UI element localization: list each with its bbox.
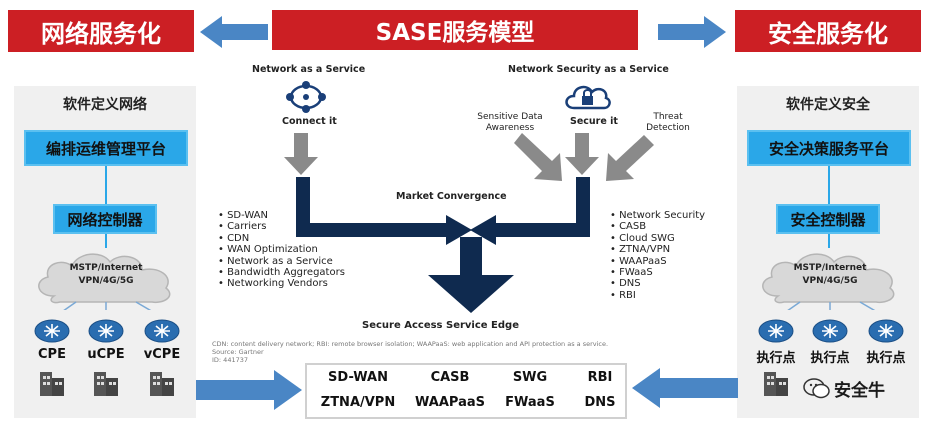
left-arrow-icon [632, 368, 738, 408]
service-item: DNS [584, 395, 616, 410]
building-icon [94, 372, 118, 396]
cloud-icon [762, 253, 895, 310]
panel-heading: 软件定义安全 [786, 97, 870, 113]
sensitive-data-label: Sensitive Data Awareness [477, 112, 543, 133]
service-item: ZTNA/VPN [320, 395, 396, 410]
enforcement-point-label: 执行点 [756, 351, 796, 366]
cloud-label: MSTP/Internet VPN/4G/5G [69, 263, 143, 286]
network-service-banner: 网络服务化 [8, 10, 194, 52]
router-icon [88, 319, 124, 343]
list-item: WAN Optimization [218, 244, 345, 255]
connector-line [828, 234, 830, 248]
footnote: CDN: content delivery network; RBI: remo… [212, 340, 609, 364]
connector-line [105, 166, 107, 204]
building-icon [764, 372, 788, 396]
list-item: CASB [610, 221, 705, 232]
connect-it-label: Connect it [282, 116, 337, 127]
watermark-text: 安全牛 [834, 381, 885, 401]
router-icon [144, 319, 180, 343]
enforcement-point-label: 执行点 [810, 351, 850, 366]
router-icon [812, 319, 848, 343]
list-item: Bandwidth Aggregators [218, 267, 345, 278]
security-controller-box: 安全控制器 [776, 204, 880, 234]
sase-label: Secure Access Service Edge [362, 320, 519, 331]
security-service-banner: 安全服务化 [735, 10, 921, 52]
nsaas-title: Network Security as a Service [508, 64, 669, 75]
sase-services-table [305, 363, 627, 419]
network-vendor-list: SD-WAN Carriers CDN WAN Optimization Net… [218, 210, 345, 290]
list-item: Network Security [610, 210, 705, 221]
cloud-icon [38, 253, 171, 310]
threat-detection-label: Threat Detection [646, 112, 690, 133]
service-item: FWaaS [505, 395, 555, 410]
right-arrow-icon [196, 370, 302, 410]
list-item: Cloud SWG [610, 233, 705, 244]
list-item: RBI [610, 290, 705, 301]
network-icon [286, 81, 326, 113]
list-item: ZTNA/VPN [610, 244, 705, 255]
list-item: Carriers [218, 221, 345, 232]
enforcement-point-label: 执行点 [866, 351, 906, 366]
security-vendor-list: Network Security CASB Cloud SWG ZTNA/VPN… [610, 210, 705, 301]
left-arrow-icon [200, 16, 268, 48]
service-item: CASB [430, 370, 470, 385]
network-controller-box: 网络控制器 [53, 204, 157, 234]
market-convergence-label: Market Convergence [396, 191, 507, 202]
list-item: SD-WAN [218, 210, 345, 221]
security-decision-platform-box: 安全决策服务平台 [747, 130, 911, 166]
list-item: FWaaS [610, 267, 705, 278]
vcpe-label: vCPE [143, 347, 181, 362]
orchestration-platform-box: 编排运维管理平台 [24, 130, 188, 166]
list-item: WAAPaaS [610, 256, 705, 267]
secure-cloud-icon [565, 85, 611, 110]
service-item: WAAPaaS [415, 395, 485, 410]
service-item: RBI [587, 370, 613, 385]
router-icon [868, 319, 904, 343]
right-arrow-icon [658, 16, 726, 48]
wechat-icon [803, 378, 830, 399]
panel-heading: 软件定义网络 [63, 97, 147, 113]
router-icon [34, 319, 70, 343]
router-icon [758, 319, 794, 343]
list-item: Networking Vendors [218, 278, 345, 289]
sase-model-banner: SASE服务模型 [272, 10, 638, 50]
list-item: DNS [610, 278, 705, 289]
list-item: Network as a Service [218, 256, 345, 267]
service-item: SD-WAN [328, 370, 388, 385]
list-item: CDN [218, 233, 345, 244]
connector-line [105, 234, 107, 248]
cpe-label: CPE [38, 347, 66, 362]
service-item: SWG [512, 370, 548, 385]
building-icon [150, 372, 174, 396]
connector-line [828, 166, 830, 204]
naas-title: Network as a Service [252, 64, 366, 75]
gray-arrow-icon [284, 133, 654, 181]
secure-it-label: Secure it [570, 116, 618, 127]
building-icon [40, 372, 64, 396]
cloud-label: MSTP/Internet VPN/4G/5G [793, 263, 867, 286]
ucpe-label: uCPE [87, 347, 125, 362]
